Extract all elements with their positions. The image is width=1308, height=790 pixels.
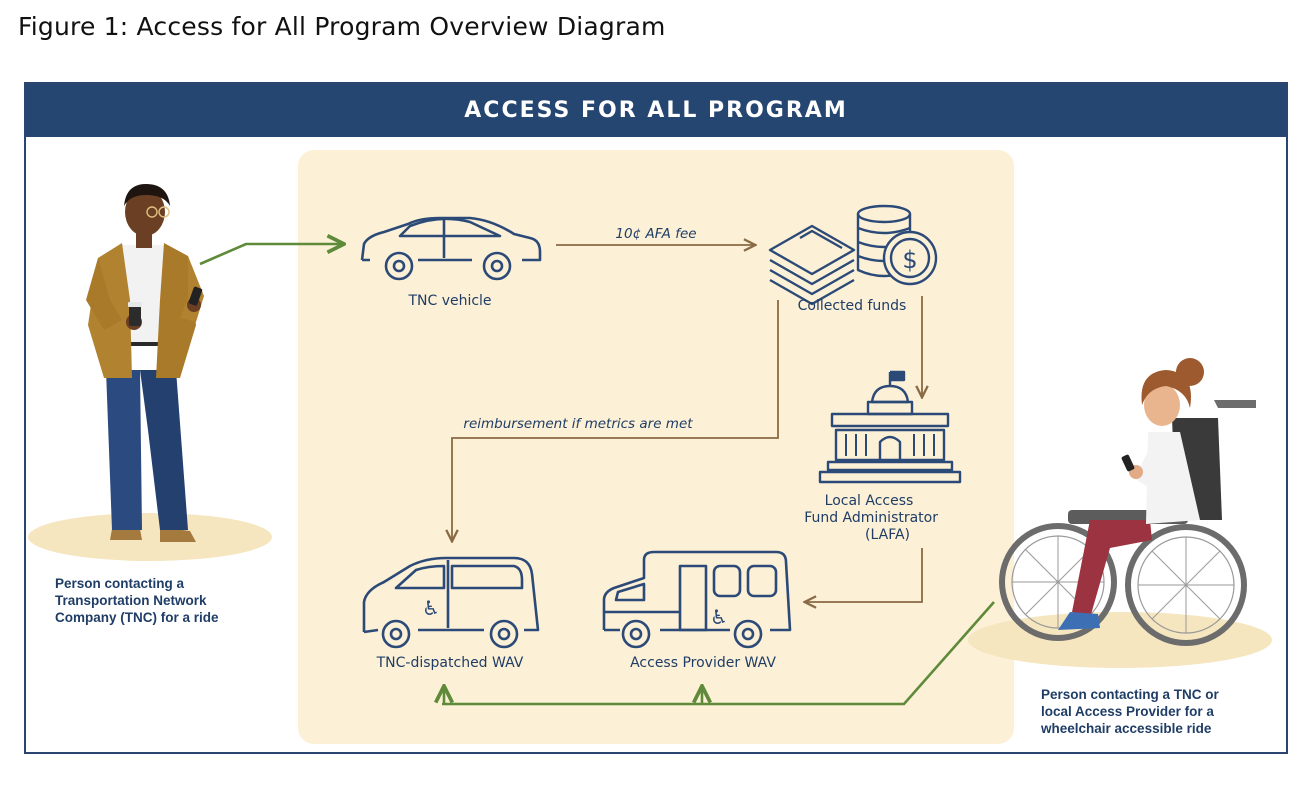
collected-funds-label: Collected funds [797, 298, 907, 314]
access-provider-wav-icon [602, 550, 792, 649]
tnc-wav-icon [362, 556, 540, 649]
wav-request-line [442, 601, 995, 706]
right-person-line3: wheelchair accessible ride [1041, 721, 1212, 736]
afa-fee-label: 10¢ AFA fee [615, 226, 697, 242]
access-provider-wav-label: Access Provider WAV [630, 655, 776, 671]
wheelchair-symbol-icon: ♿ [422, 596, 440, 620]
reimbursement-arrow [452, 300, 779, 540]
lafa-label-line2: Fund Administrator [804, 510, 938, 526]
left-person-line1: Person contacting a [55, 576, 185, 591]
tnc-wav-label: TNC-dispatched WAV [376, 655, 524, 671]
figure-title: Figure 1: Access for All Program Overvie… [18, 12, 666, 41]
government-building-icon [818, 370, 962, 484]
lafa-label-line3: (LAFA) [865, 527, 910, 543]
tnc-vehicle-icon [360, 216, 542, 281]
reimbursement-label: reimbursement if metrics are met [463, 416, 693, 432]
right-person-line2: local Access Provider for a [1041, 704, 1214, 719]
tnc-vehicle-label: TNC vehicle [408, 293, 492, 309]
left-person-line3: Company (TNC) for a ride [55, 610, 219, 625]
wheelchair-symbol-icon-2: ♿ [710, 605, 728, 629]
left-person-line2: Transportation Network [55, 593, 207, 608]
lafa-to-provider-arrow [806, 548, 923, 602]
lafa-label: Local Access Fund Administrator (LAFA) [780, 493, 938, 544]
standing-man-icon [86, 184, 204, 542]
ride-request-arrow [199, 244, 342, 266]
right-person-description: Person contacting a TNC or local Access … [1041, 686, 1219, 737]
right-person-line1: Person contacting a TNC or [1041, 687, 1219, 702]
wheelchair-user-icon [999, 358, 1256, 646]
left-person-description: Person contacting a Transportation Netwo… [55, 575, 219, 626]
lafa-label-line1: Local Access [824, 493, 914, 509]
collected-funds-icon [768, 204, 938, 306]
dollar-sign-icon: $ [902, 246, 917, 274]
banner-title: ACCESS FOR ALL PROGRAM [464, 98, 848, 123]
left-person-shadow [28, 513, 272, 561]
program-banner: ACCESS FOR ALL PROGRAM [26, 84, 1286, 137]
